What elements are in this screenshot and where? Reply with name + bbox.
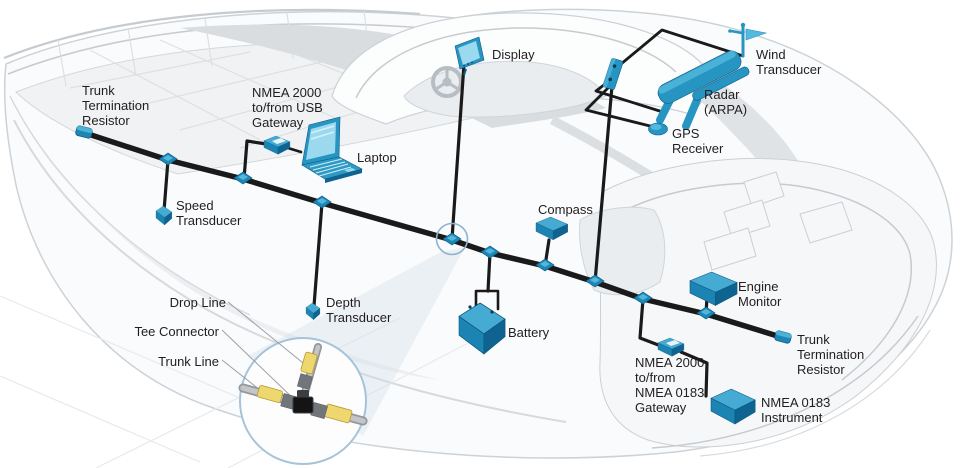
cockpit bbox=[599, 158, 937, 448]
svg-text:Gateway: Gateway bbox=[635, 400, 687, 415]
svg-text:to/from USB: to/from USB bbox=[252, 100, 323, 115]
svg-text:Transducer: Transducer bbox=[326, 310, 392, 325]
label-nmea0183-instrument: NMEA 0183 bbox=[761, 395, 830, 410]
svg-text:to/from: to/from bbox=[635, 370, 675, 385]
label-trunk-term-right: Trunk bbox=[797, 332, 830, 347]
cable-gateway-laptop bbox=[286, 146, 303, 154]
label-nmea0183-gateway: NMEA 2000 bbox=[635, 355, 704, 370]
steering-wheel-icon bbox=[431, 66, 463, 98]
label-depth-transducer: Depth bbox=[326, 295, 361, 310]
drop-speed bbox=[162, 158, 170, 213]
label-radar: Radar bbox=[704, 87, 740, 102]
svg-text:Receiver: Receiver bbox=[672, 141, 724, 156]
label-drop-line: Drop Line bbox=[170, 295, 226, 310]
label-wind-transducer: Wind bbox=[756, 47, 786, 62]
label-compass: Compass bbox=[538, 202, 593, 217]
cable-0183-instrument bbox=[679, 350, 709, 398]
laptop-icon bbox=[301, 116, 363, 183]
svg-text:Gateway: Gateway bbox=[252, 115, 304, 130]
magnifier-circle-icon bbox=[435, 222, 469, 256]
svg-text:NMEA 0183: NMEA 0183 bbox=[635, 385, 704, 400]
svg-text:Resistor: Resistor bbox=[797, 362, 845, 377]
drop-0183-gateway bbox=[638, 297, 663, 348]
label-speed-transducer: Speed bbox=[176, 198, 214, 213]
label-usb-gateway: NMEA 2000 bbox=[252, 85, 321, 100]
wind-transducer-icon bbox=[728, 22, 768, 57]
cable-gps bbox=[584, 83, 656, 129]
nmea0183-gateway-icon bbox=[657, 337, 685, 357]
devices bbox=[74, 22, 793, 425]
transom-hatch bbox=[799, 201, 853, 244]
label-trunk-line: Trunk Line bbox=[158, 354, 219, 369]
mast-junction-icon bbox=[602, 57, 624, 90]
boat-illustration bbox=[0, 8, 953, 468]
svg-text:Monitor: Monitor bbox=[738, 294, 782, 309]
drop-depth bbox=[312, 201, 324, 308]
label-laptop: Laptop bbox=[357, 150, 397, 165]
svg-text:Transducer: Transducer bbox=[756, 62, 822, 77]
drop-display bbox=[450, 62, 466, 241]
label-display: Display bbox=[492, 47, 535, 62]
label-engine-monitor: Engine bbox=[738, 279, 778, 294]
labels: Trunk Termination Resistor Speed Transdu… bbox=[82, 47, 864, 425]
tee-connector-icon bbox=[292, 396, 314, 414]
svg-text:Instrument: Instrument bbox=[761, 410, 823, 425]
svg-text:Termination: Termination bbox=[797, 347, 864, 362]
display-icon bbox=[454, 36, 485, 76]
drop-usb-gateway bbox=[242, 139, 268, 181]
svg-text:Resistor: Resistor bbox=[82, 113, 130, 128]
svg-text:Transducer: Transducer bbox=[176, 213, 242, 228]
svg-text:Termination: Termination bbox=[82, 98, 149, 113]
label-battery: Battery bbox=[508, 325, 550, 340]
radar-icon bbox=[656, 50, 750, 130]
gps-dome-icon bbox=[648, 122, 668, 136]
drop-battery bbox=[486, 251, 492, 293]
riser-mast bbox=[593, 84, 614, 284]
usb-gateway-icon bbox=[263, 135, 291, 155]
svg-text:(ARPA): (ARPA) bbox=[704, 102, 747, 117]
label-gps-receiver: GPS bbox=[672, 126, 700, 141]
label-trunk-term-left: Trunk bbox=[82, 83, 115, 98]
label-tee-connector: Tee Connector bbox=[134, 324, 219, 339]
magnifier-inset bbox=[221, 247, 465, 465]
